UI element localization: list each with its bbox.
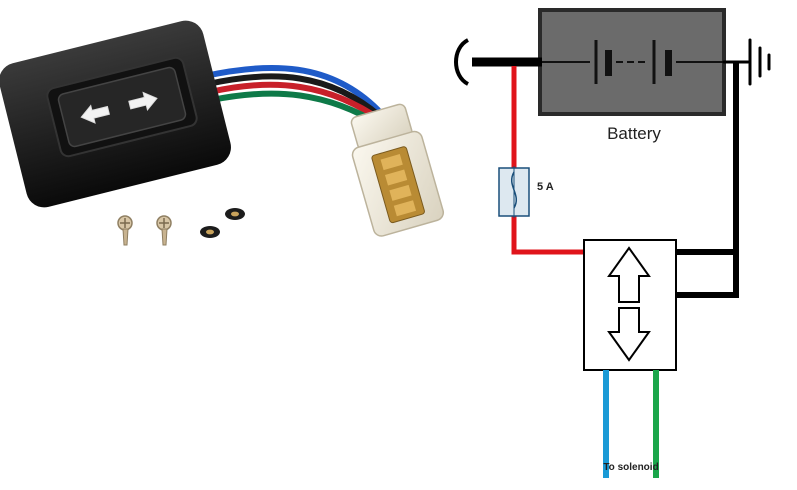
rocker-switch-photo — [0, 20, 445, 246]
left-right-arrow-icon — [80, 91, 158, 124]
battery-label: Battery — [607, 124, 661, 143]
battery-cable — [454, 38, 542, 86]
switch-rocker[interactable] — [57, 66, 187, 148]
fuse-rating-label: 5 A — [537, 181, 554, 193]
mounting-screw — [156, 215, 172, 246]
to-solenoid-label: To solenoid — [603, 462, 658, 473]
red-power-wire — [511, 66, 586, 255]
switch-connector-plug — [350, 103, 445, 237]
ground-icon — [722, 38, 771, 86]
washer — [200, 226, 220, 238]
battery-cell-icon — [540, 40, 724, 84]
wiring-schematic: Battery 5 A — [454, 8, 771, 478]
mounting-screw — [117, 215, 133, 246]
connector-pin — [393, 200, 417, 217]
up-down-arrow-icon — [607, 246, 651, 362]
connector-pin — [389, 184, 412, 201]
connector-pin — [384, 169, 408, 186]
washer — [225, 208, 245, 220]
black-ground-wire — [676, 62, 739, 298]
fuse-icon — [498, 166, 530, 218]
connector-pin — [380, 154, 403, 171]
